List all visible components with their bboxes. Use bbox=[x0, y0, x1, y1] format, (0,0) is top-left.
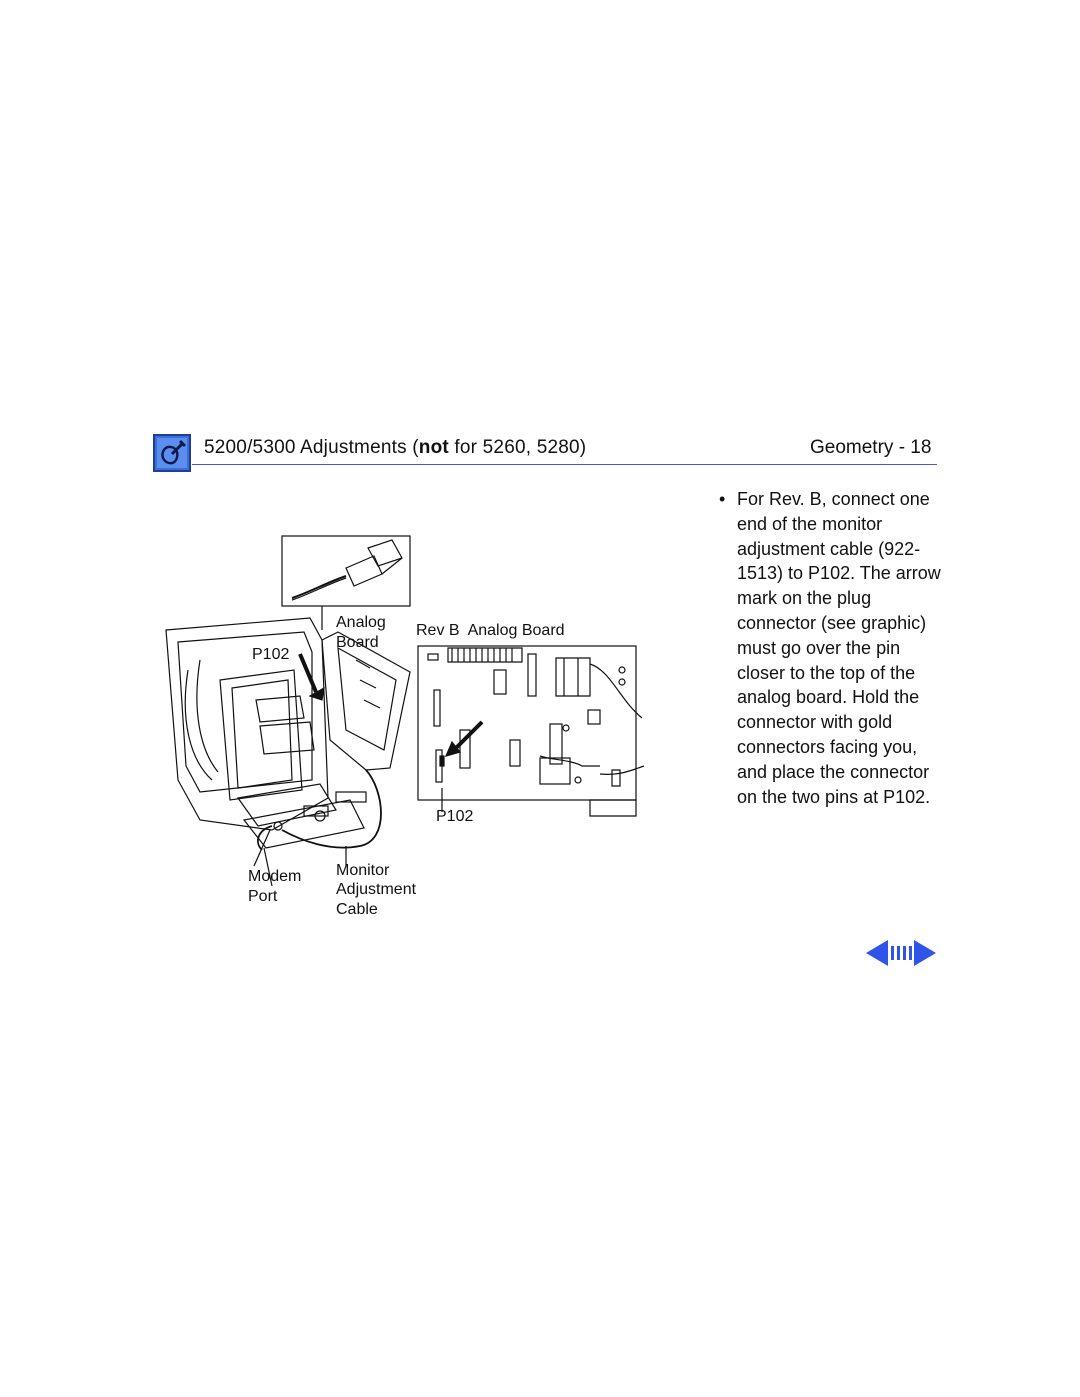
instruction-text: For Rev. B, connect one end of the monit… bbox=[737, 489, 941, 807]
index-icon[interactable] bbox=[890, 940, 912, 966]
next-page-arrow[interactable] bbox=[914, 940, 936, 966]
label-board: Board bbox=[336, 634, 379, 651]
label-analog: Analog bbox=[336, 614, 386, 631]
label-adjustment: Adjustment bbox=[336, 881, 417, 898]
label-modem: Modem bbox=[248, 868, 302, 885]
label-monitor: Monitor bbox=[336, 862, 390, 879]
label-p102-right: P102 bbox=[436, 808, 474, 825]
title-suffix: for 5260, 5280) bbox=[448, 437, 587, 458]
label-rev-b-analog-board: Rev B Analog Board bbox=[416, 622, 565, 639]
bullet: • bbox=[719, 489, 726, 509]
page-title: 5200/5300 Adjustments (not for 5260, 528… bbox=[204, 437, 586, 459]
instruction-block: • For Rev. B, connect one end of the mon… bbox=[719, 487, 952, 809]
title-emphasis: not bbox=[418, 437, 449, 458]
illustration-drawing bbox=[165, 535, 645, 887]
apple-tool-icon bbox=[153, 434, 191, 472]
label-port: Port bbox=[248, 888, 278, 905]
label-p102-left: P102 bbox=[252, 646, 290, 663]
title-prefix: 5200/5300 Adjustments ( bbox=[204, 437, 419, 458]
header-divider bbox=[192, 464, 937, 465]
assembly-illustration: Analog Board P102 Rev B Analog Board P10… bbox=[160, 530, 650, 930]
section-label: Geometry - 18 bbox=[810, 437, 932, 458]
label-cable: Cable bbox=[336, 901, 378, 918]
page-navigation bbox=[866, 940, 936, 966]
previous-page-arrow[interactable] bbox=[866, 940, 888, 966]
